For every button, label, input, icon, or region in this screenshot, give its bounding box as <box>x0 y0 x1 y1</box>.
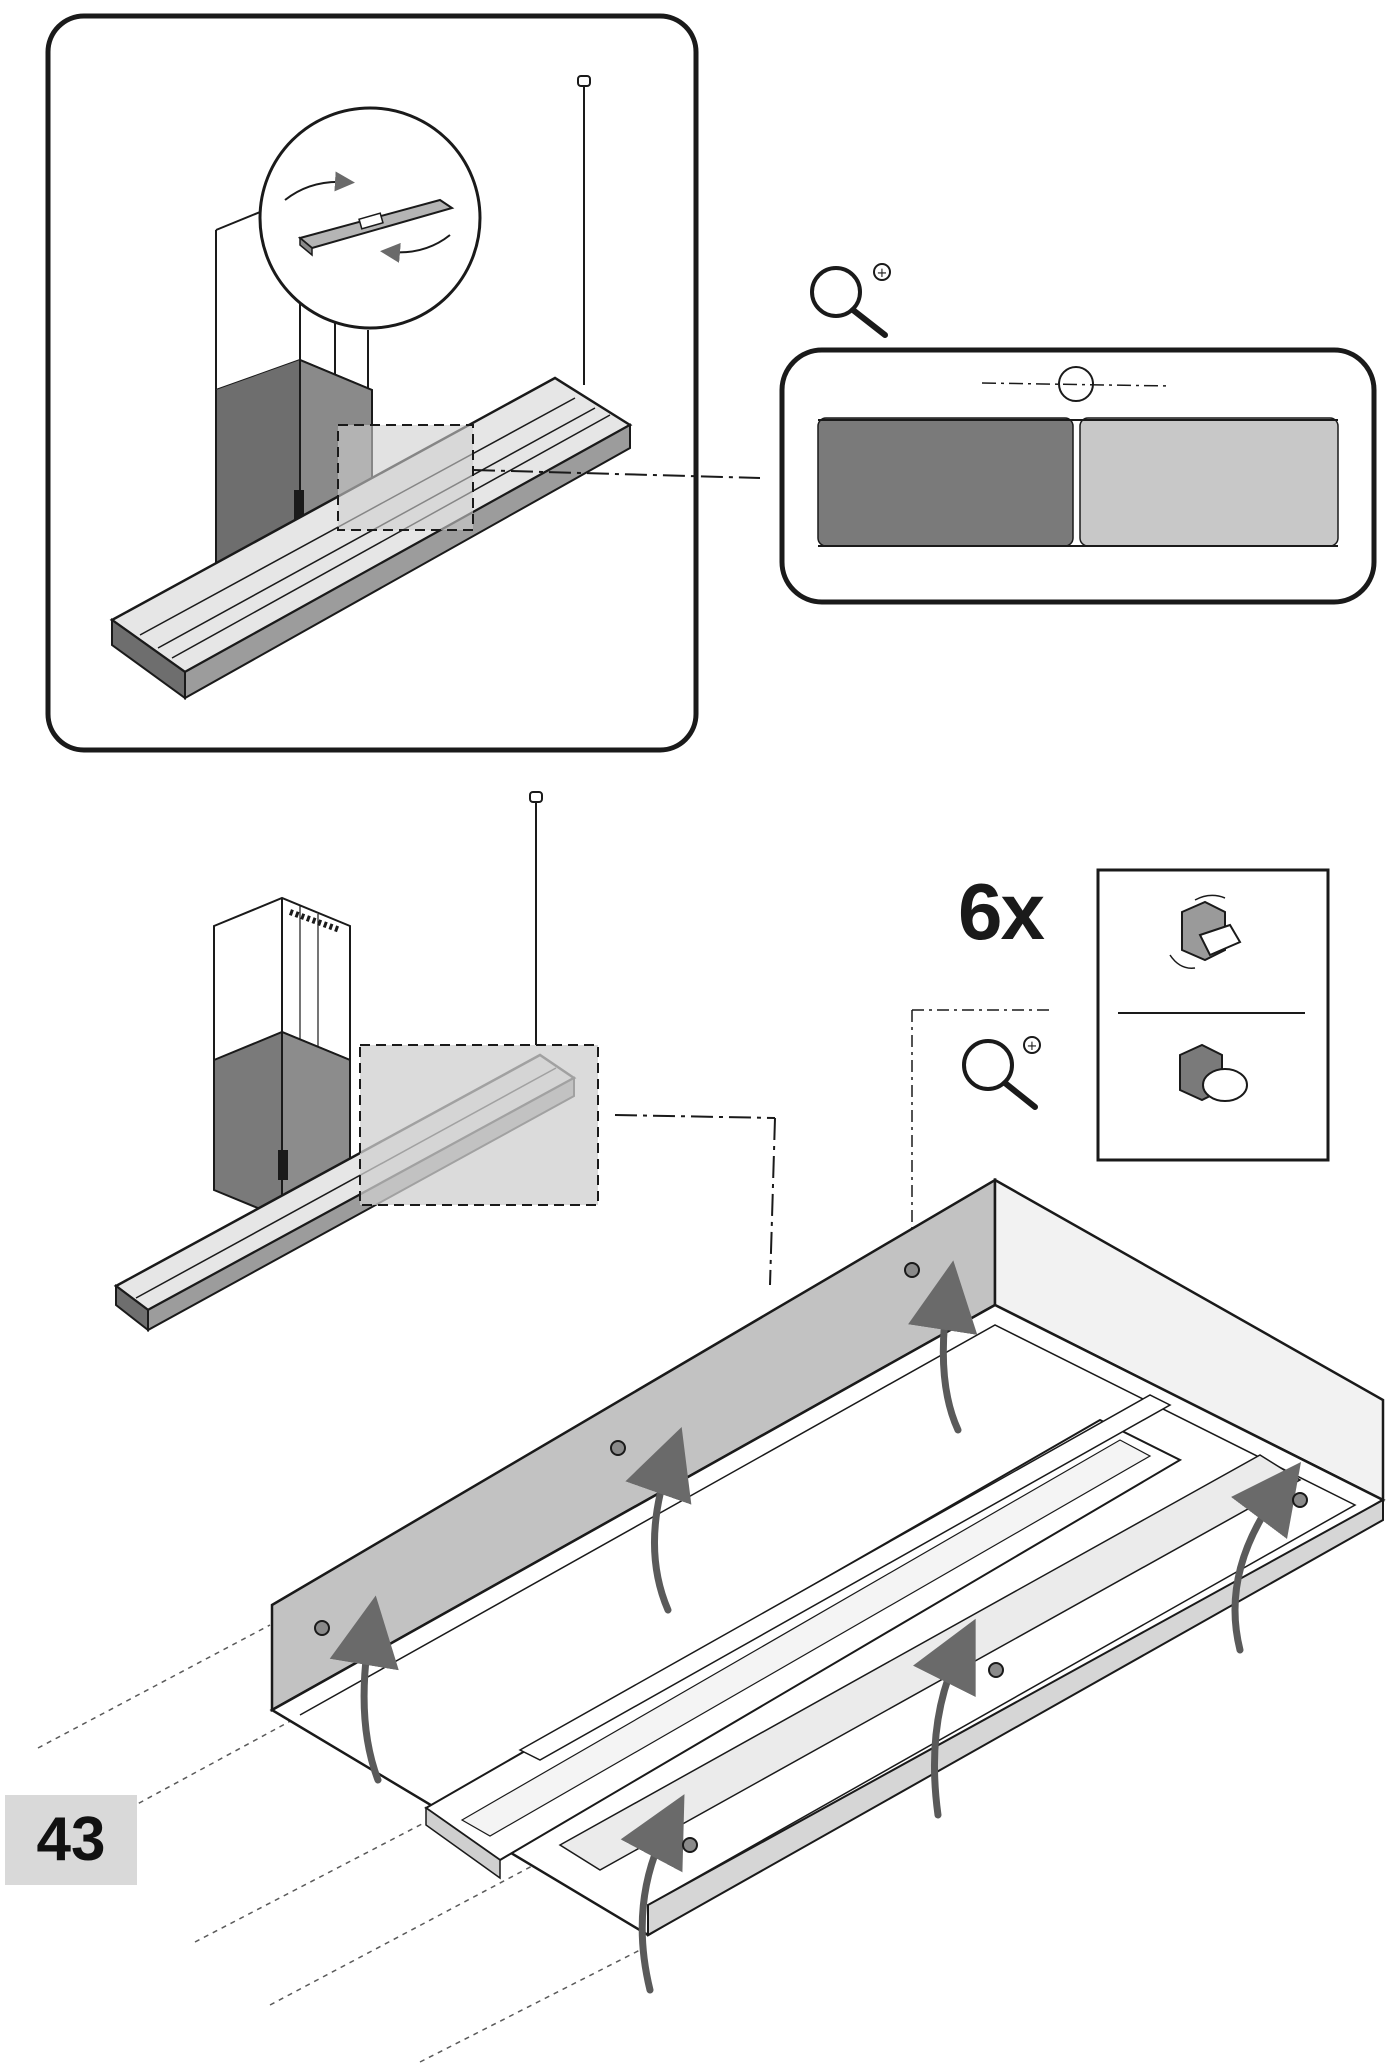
svg-text:+: + <box>877 266 888 281</box>
ceiling-rod <box>577 75 591 385</box>
fastener-locked-icon <box>1179 1043 1248 1102</box>
rotate-arrows-icon <box>284 171 451 263</box>
hood-assembly-overview <box>113 791 776 1333</box>
magnifier-plus-icon-2: + <box>962 1036 1041 1110</box>
clip-bracket-icon <box>297 198 455 257</box>
fastener-arrows <box>329 1260 1301 1994</box>
hood-assembly-top <box>109 358 761 700</box>
hardware-box <box>1096 868 1330 1162</box>
twist-fastener-icon <box>1169 894 1242 969</box>
quantity-label: 6x <box>958 867 1045 956</box>
magnifier-plus-icon: + <box>810 263 891 338</box>
step-number-badge: 43 <box>5 1795 137 1885</box>
hood-frame-enlarged <box>37 1177 1386 2063</box>
rotation-detail-circle <box>215 106 482 470</box>
detail-panel-top <box>45 13 761 753</box>
fastener-points <box>314 1262 1308 1853</box>
alignment-detail-panel <box>779 347 1377 605</box>
svg-text:+: + <box>1027 1039 1038 1054</box>
